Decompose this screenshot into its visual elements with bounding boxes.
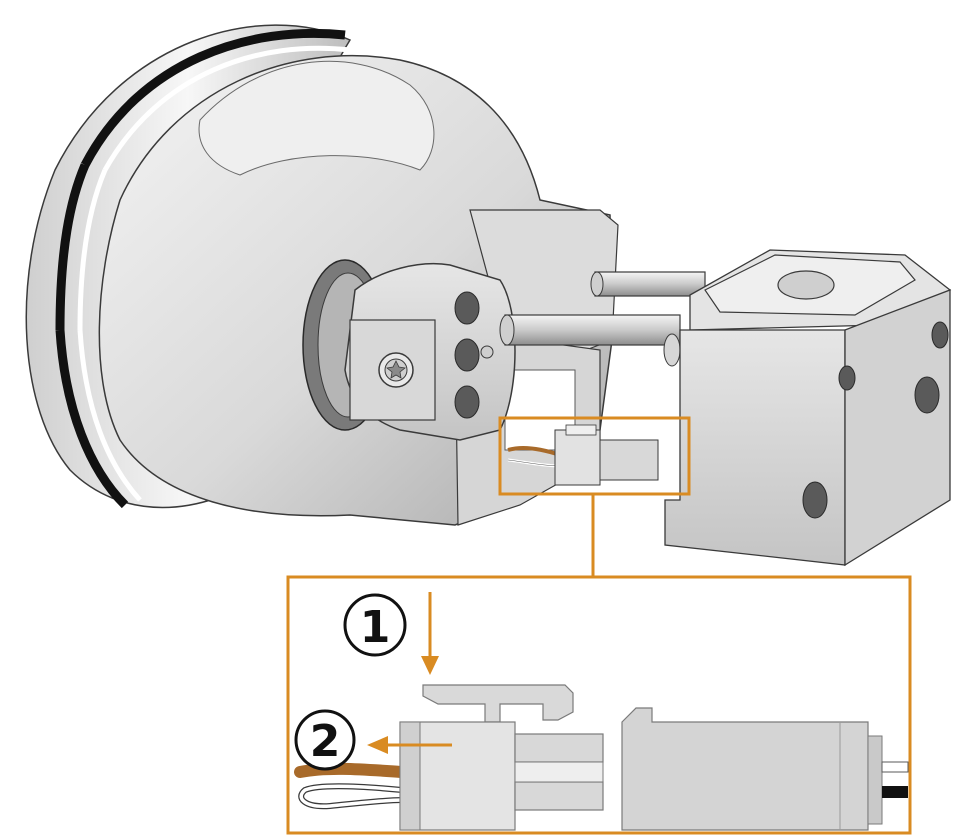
carriage-hole-3 — [931, 321, 949, 349]
step-1-number: 1 — [360, 602, 391, 653]
arrow-icon — [421, 592, 439, 675]
receptacle-wire-black — [882, 786, 908, 798]
o-ring-gasket-inner — [77, 45, 351, 502]
carriage-hole-4 — [802, 481, 828, 519]
step-2-number: 2 — [310, 716, 341, 767]
hub-hole-bottom — [454, 385, 480, 419]
arrow-icon — [367, 736, 452, 754]
guide-rods — [499, 271, 706, 367]
carriage-top-bore — [777, 270, 835, 300]
carriage-block — [664, 249, 952, 567]
receptacle-cap — [867, 735, 883, 825]
latch-tab — [422, 684, 574, 723]
screw-icon — [378, 352, 414, 388]
carriage-side — [844, 289, 951, 567]
clamp-hub — [344, 262, 516, 441]
plug-pin-lower — [514, 781, 604, 811]
plug-housing — [399, 684, 604, 831]
receptacle-body — [621, 707, 869, 831]
step-1-marker: 1 — [343, 593, 407, 657]
o-ring-gasket — [55, 28, 346, 509]
receptacle-wire-white — [881, 761, 909, 773]
hub-hole-top — [454, 291, 480, 325]
step-1-circle — [343, 593, 407, 657]
wire-brown — [294, 762, 408, 778]
guide-rod-upper — [594, 271, 706, 297]
receptacle — [621, 707, 909, 831]
detail-view: 1 2 — [294, 592, 909, 831]
hub-hole-middle — [454, 338, 480, 372]
carriage-front — [664, 329, 846, 566]
housing-upper-lobe — [198, 60, 435, 176]
carriage-hole-2 — [914, 376, 940, 414]
step-2-marker: 2 — [294, 709, 356, 771]
plug-pin-upper — [514, 733, 604, 763]
carriage-hole-1 — [838, 365, 856, 391]
guide-rod-lower — [504, 314, 681, 346]
connector-small — [507, 424, 659, 486]
step-2-circle — [294, 709, 356, 771]
